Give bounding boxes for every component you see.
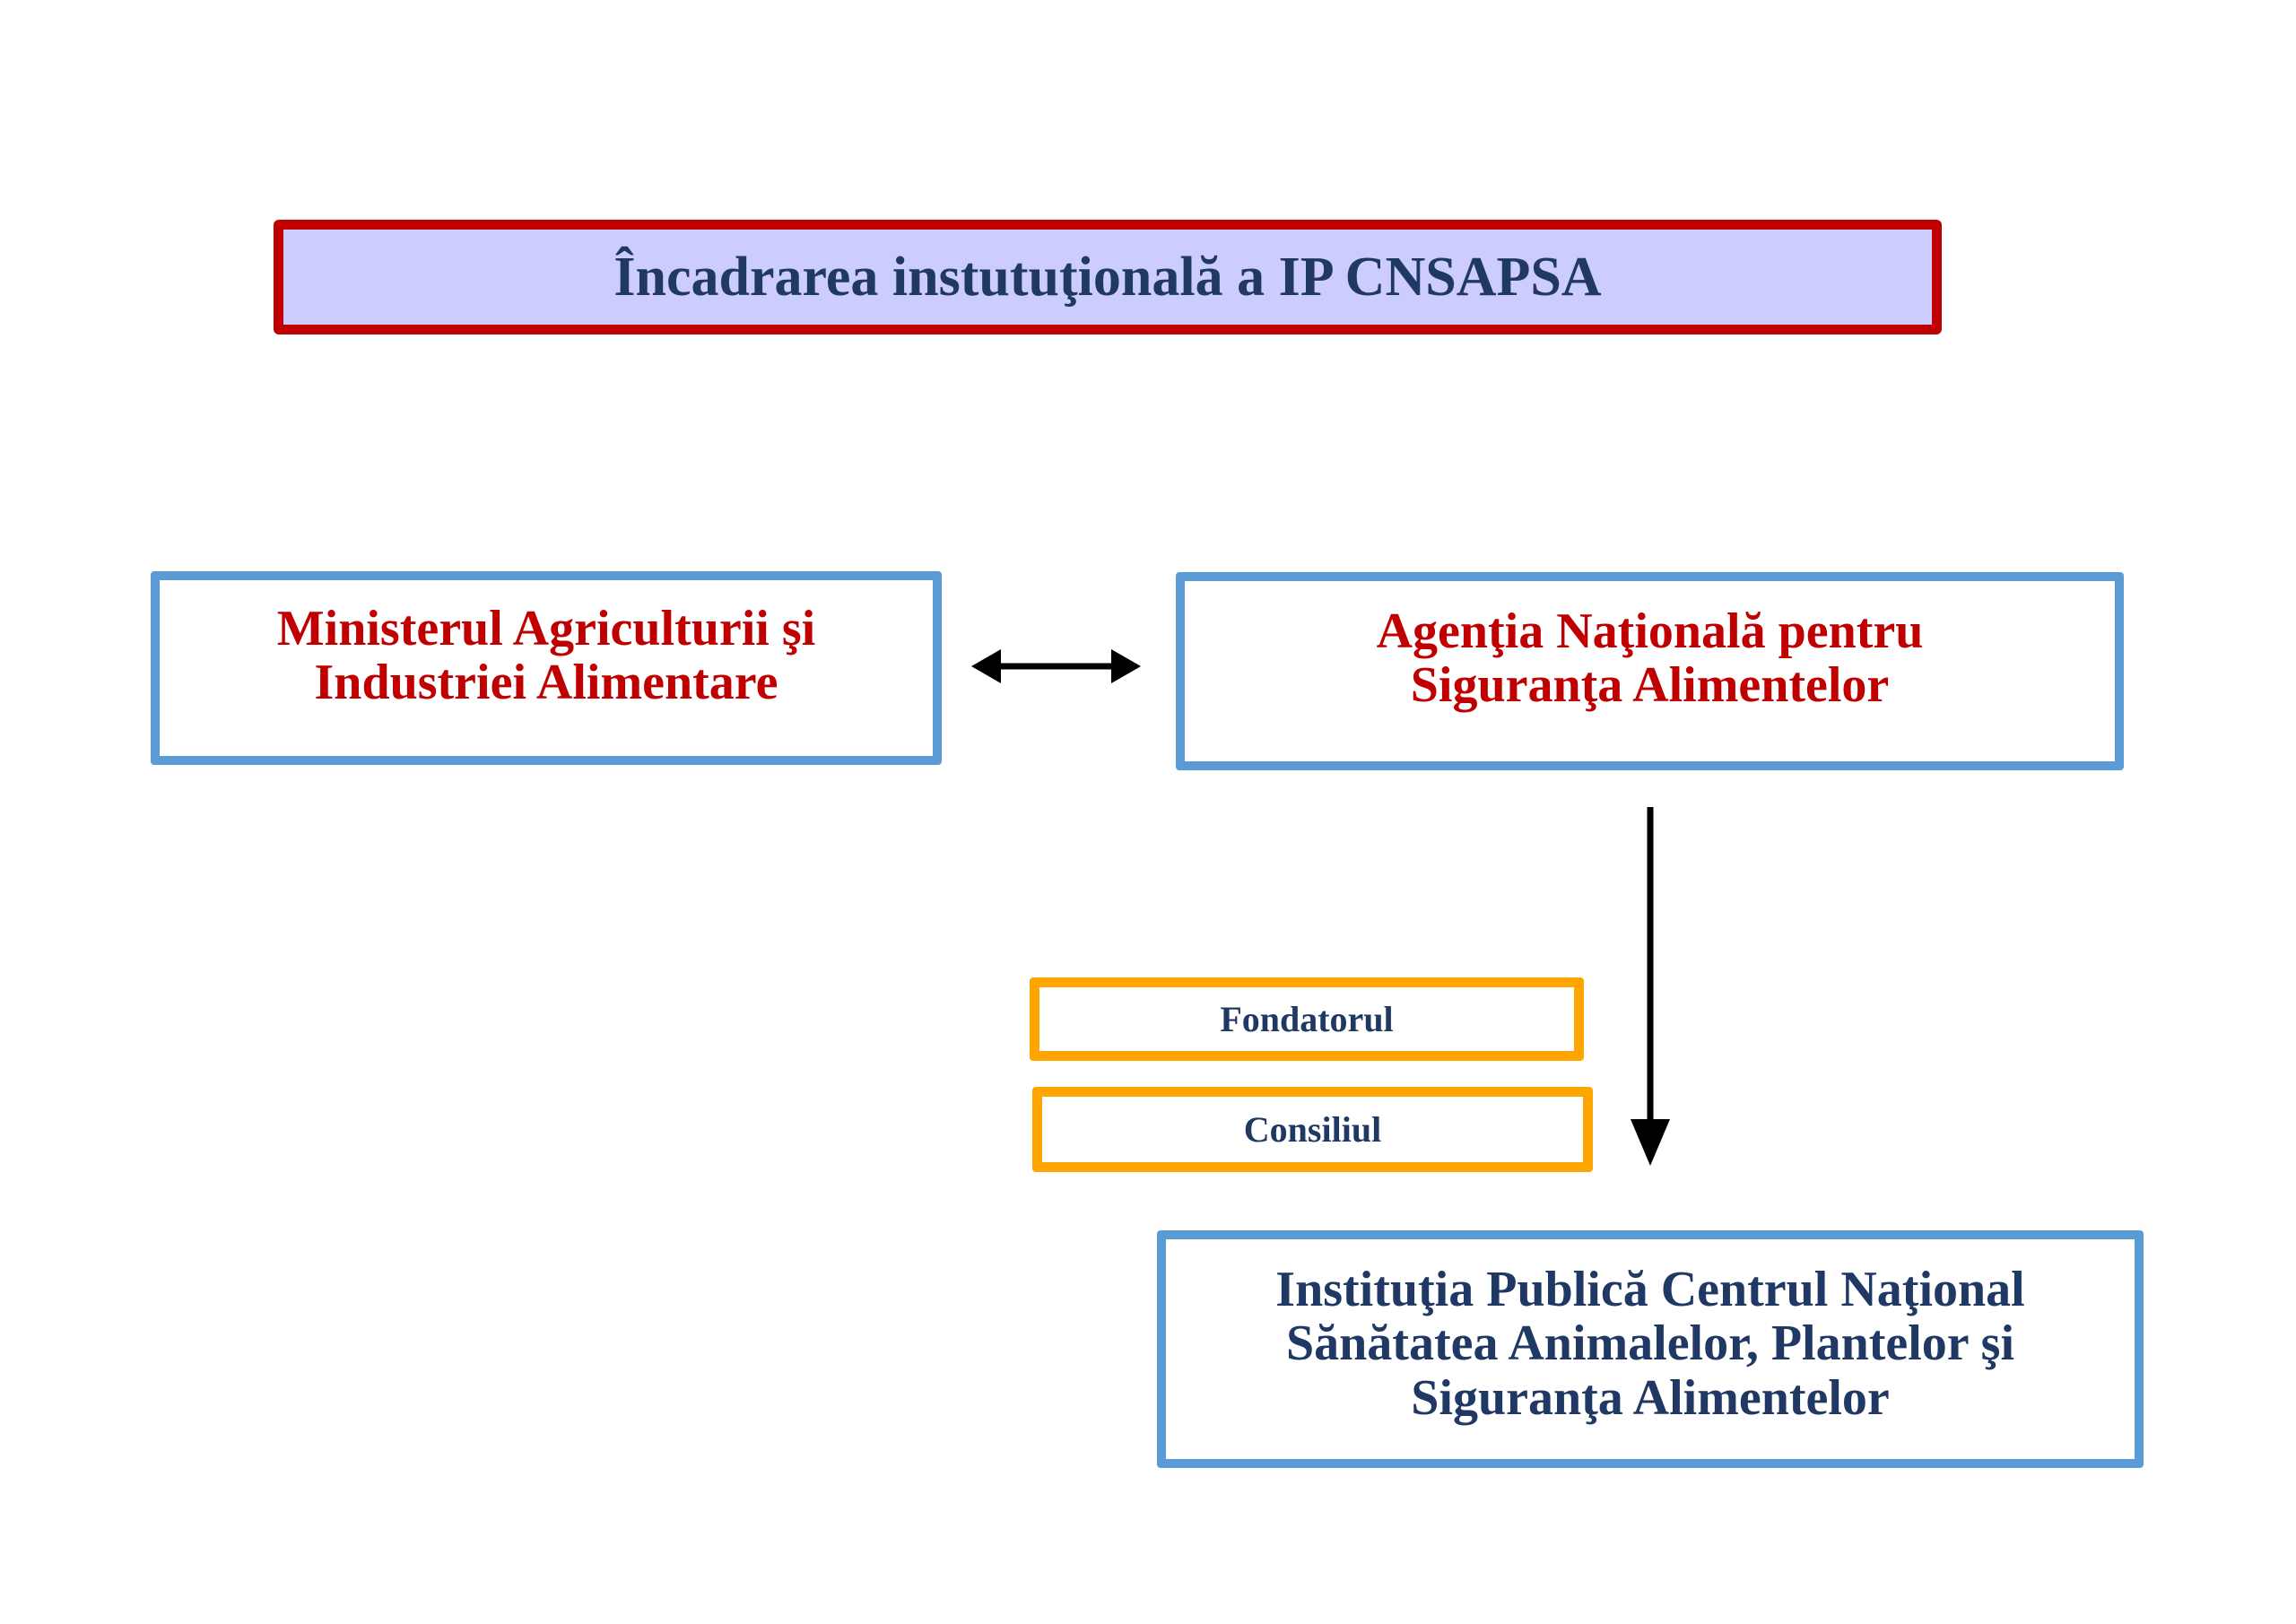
node-founder-label: Fondatorul [1220,999,1394,1039]
node-council-label: Consiliul [1243,1109,1382,1150]
node-ministry: Ministerul Agriculturii şi Industriei Al… [151,571,942,765]
node-founder: Fondatorul [1030,977,1584,1061]
node-institution-line1: Instituţia Publică Centrul Naţional [1275,1262,2025,1317]
node-ministry-line1: Ministerul Agriculturii şi [276,601,816,656]
node-ministry-line2: Industriei Alimentare [314,655,778,711]
node-institution-line2: Sănătatea Animalelor, Plantelor şi [1286,1316,2014,1372]
node-agency-line2: Siguranţa Alimentelor [1410,657,1890,714]
title-box: Încadrarea instutuţională a IP CNSAPSA [274,220,1942,334]
bidirectional-arrow [971,649,1141,683]
node-institution: Instituţia Publică Centrul Naţional Sănă… [1157,1230,2144,1468]
node-agency: Agenţia Naţională pentru Siguranţa Alime… [1176,572,2124,770]
down-arrow [1631,807,1670,1166]
page-title: Încadrarea instutuţională a IP CNSAPSA [613,246,1602,308]
node-institution-line3: Siguranţa Alimentelor [1411,1369,1890,1426]
node-council: Consiliul [1032,1087,1593,1172]
node-agency-line1: Agenţia Naţională pentru [1376,604,1924,659]
